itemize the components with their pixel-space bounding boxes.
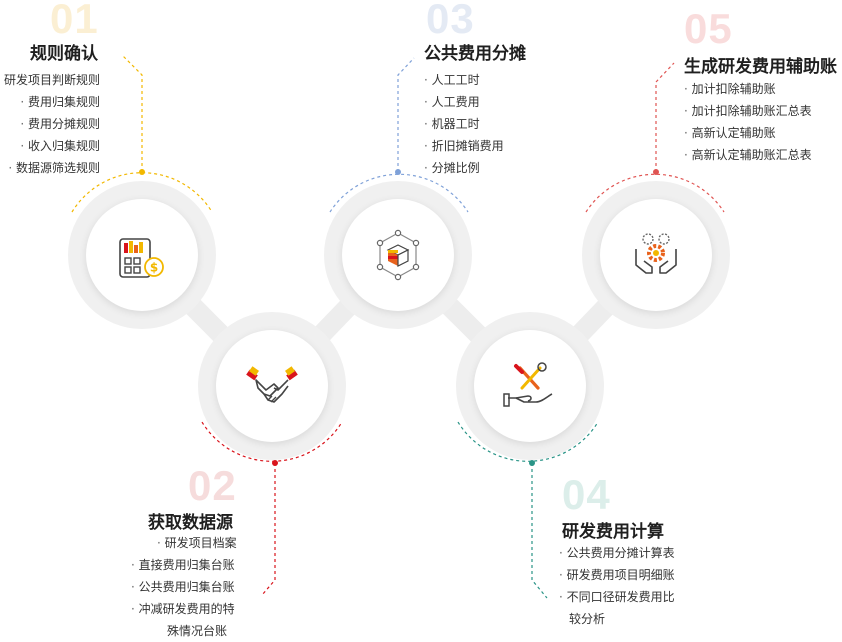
list-item: 加计扣除辅助账 <box>684 78 812 100</box>
svg-text:$: $ <box>150 261 158 275</box>
step-number-04: 04 <box>562 471 611 518</box>
list-item: 加计扣除辅助账汇总表 <box>684 100 812 122</box>
list-item: 冲减研发费用的特 <box>131 598 237 620</box>
list-item: 费用归集规则 <box>0 91 100 113</box>
list-item: 费用分摊规则 <box>0 113 100 135</box>
list-item: 高新认定辅助账 <box>684 122 812 144</box>
list-item: 研发项目档案 <box>131 532 237 554</box>
list-item: 研发项目判断规则 <box>0 69 100 91</box>
cube-network-icon <box>376 229 420 281</box>
list-item: 人工费用 <box>424 91 504 113</box>
node-step-04 <box>474 330 586 442</box>
list-item: 殊情况台账 <box>167 624 228 638</box>
list-item: 数据源筛选规则 <box>0 157 100 179</box>
step-title-05: 生成研发费用辅助账 <box>684 57 837 77</box>
step-title-01: 规则确认 <box>30 44 98 64</box>
step-number-02: 02 <box>188 462 237 509</box>
list-item: 高新认定辅助账汇总表 <box>684 144 812 166</box>
list-item: 直接费用归集台账 <box>131 554 237 576</box>
step-title-04: 研发费用计算 <box>562 522 664 542</box>
step-number-05: 05 <box>684 5 733 52</box>
list-item: 分摊比例 <box>424 157 504 179</box>
dashed-arc-02 <box>201 421 343 462</box>
handshake-icon <box>246 366 298 403</box>
list-item: 收入归集规则 <box>0 135 100 157</box>
node-step-01: $ <box>86 199 198 311</box>
leader-dot-05 <box>653 169 659 175</box>
list-item: 不同口径研发费用比 <box>559 586 675 608</box>
dashed-arc-01 <box>71 172 213 213</box>
list-item: 人工工时 <box>424 69 504 91</box>
node-step-02 <box>216 330 328 442</box>
list-item: 折旧摊销费用 <box>424 135 504 157</box>
step-items-04: 公共费用分摊计算表 研发费用项目明细账 不同口径研发费用比 较分析 <box>559 542 675 630</box>
step-items-02: 研发项目档案 直接费用归集台账 公共费用归集台账 冲减研发费用的特 殊情况台账 <box>131 532 237 642</box>
step-items-05: 加计扣除辅助账 加计扣除辅助账汇总表 高新认定辅助账 高新认定辅助账汇总表 <box>684 78 812 166</box>
dashed-arc-04 <box>457 421 599 462</box>
node-step-03 <box>342 199 454 311</box>
tools-hand-icon <box>503 362 553 407</box>
leader-04 <box>531 463 548 599</box>
leader-03 <box>397 57 415 172</box>
node-step-05 <box>600 199 712 311</box>
step-title-02: 获取数据源 <box>148 513 233 533</box>
list-item: 机器工时 <box>424 113 504 135</box>
leader-dot-04 <box>529 460 535 466</box>
leader-05 <box>655 62 675 172</box>
step-items-01: 研发项目判断规则 费用归集规则 费用分摊规则 收入归集规则 数据源筛选规则 <box>0 69 100 179</box>
step-number-01: 01 <box>50 0 99 42</box>
leader-dot-01 <box>139 169 145 175</box>
leader-02 <box>261 463 276 596</box>
list-item: 研发费用项目明细账 <box>559 564 675 586</box>
list-item: 公共费用归集台账 <box>131 576 237 598</box>
step-title-03: 公共费用分摊 <box>424 44 526 64</box>
gears-hands-icon <box>635 233 677 274</box>
list-item: 公共费用分摊计算表 <box>559 542 675 564</box>
leader-dot-02 <box>272 460 278 466</box>
leader-dot-03 <box>395 169 401 175</box>
leader-01 <box>121 54 143 172</box>
step-number-03: 03 <box>426 0 475 42</box>
step-items-03: 人工工时 人工费用 机器工时 折旧摊销费用 分摊比例 <box>424 69 504 179</box>
list-item: 较分析 <box>569 612 606 626</box>
budget-calculator-icon: $ <box>119 238 164 278</box>
